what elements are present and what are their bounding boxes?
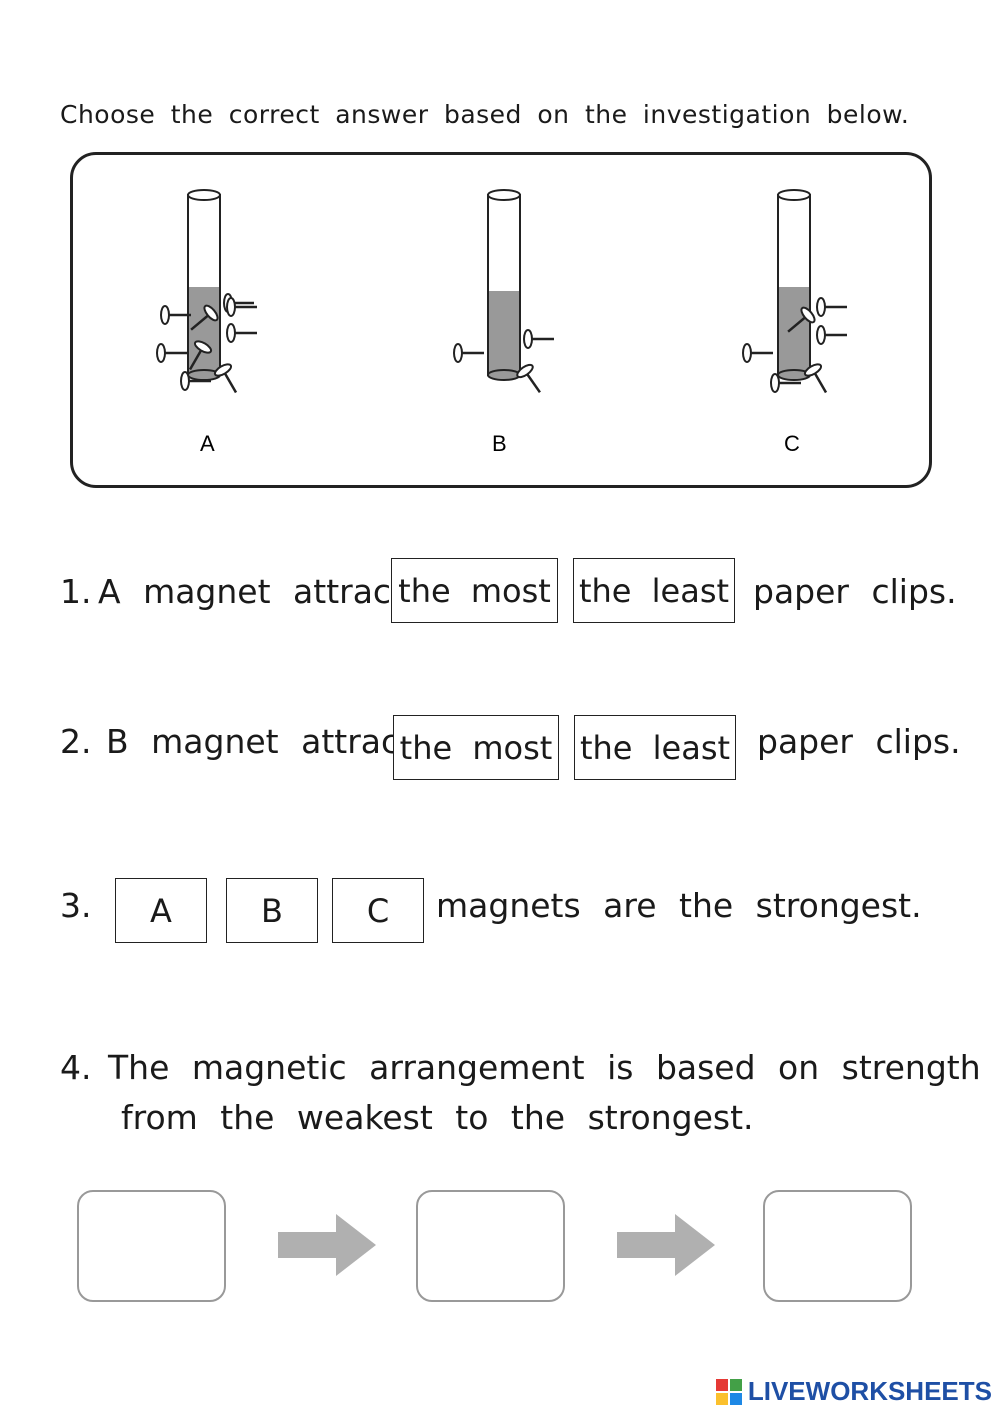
q3-option-c[interactable]: C	[332, 878, 424, 943]
magnet-b	[487, 189, 521, 381]
answer-box-strongest[interactable]	[763, 1190, 912, 1302]
q1-number: 1.	[60, 572, 92, 611]
instruction-text: Choose the correct answer based on the i…	[60, 100, 910, 129]
q1-option-the-most[interactable]: the most	[391, 558, 558, 623]
q4-line2: from the weakest to the strongest.	[121, 1098, 754, 1137]
answer-box-middle[interactable]	[416, 1190, 565, 1302]
q2-suffix: paper clips.	[757, 722, 961, 761]
magnet-label-b: B	[492, 431, 507, 456]
clips-a	[155, 292, 259, 399]
q4-number: 4.	[60, 1048, 92, 1087]
q2-option-the-least[interactable]: the least	[574, 715, 736, 780]
q2-option-the-most[interactable]: the most	[393, 715, 559, 780]
magnet-label-a: A	[200, 431, 215, 456]
q3-option-a[interactable]: A	[115, 878, 207, 943]
right-arrow-icon	[617, 1214, 715, 1276]
brand-logo-icon	[715, 1378, 742, 1405]
q1-prefix: A magnet attracts	[98, 572, 422, 611]
q3-option-b[interactable]: B	[226, 878, 318, 943]
q1-suffix: paper clips.	[753, 572, 957, 611]
right-arrow-icon	[278, 1214, 376, 1276]
liveworksheets-logo: LIVEWORKSHEETS	[715, 1376, 992, 1407]
q2-number: 2.	[60, 722, 92, 761]
q1-option-the-least[interactable]: the least	[573, 558, 735, 623]
investigation-figure: A B C	[70, 152, 932, 488]
q3-suffix: magnets are the strongest.	[436, 886, 922, 925]
magnet-label-c: C	[784, 431, 800, 456]
brand-name: LIVEWORKSHEETS	[747, 1376, 992, 1406]
magnet-illustration: A B C	[155, 189, 849, 456]
q2-prefix: B magnet attracts	[106, 722, 430, 761]
answer-box-weakest[interactable]	[77, 1190, 226, 1302]
q4-line1: The magnetic arrangement is based on str…	[108, 1048, 981, 1087]
q3-number: 3.	[60, 886, 92, 925]
magnet-c	[777, 189, 811, 381]
